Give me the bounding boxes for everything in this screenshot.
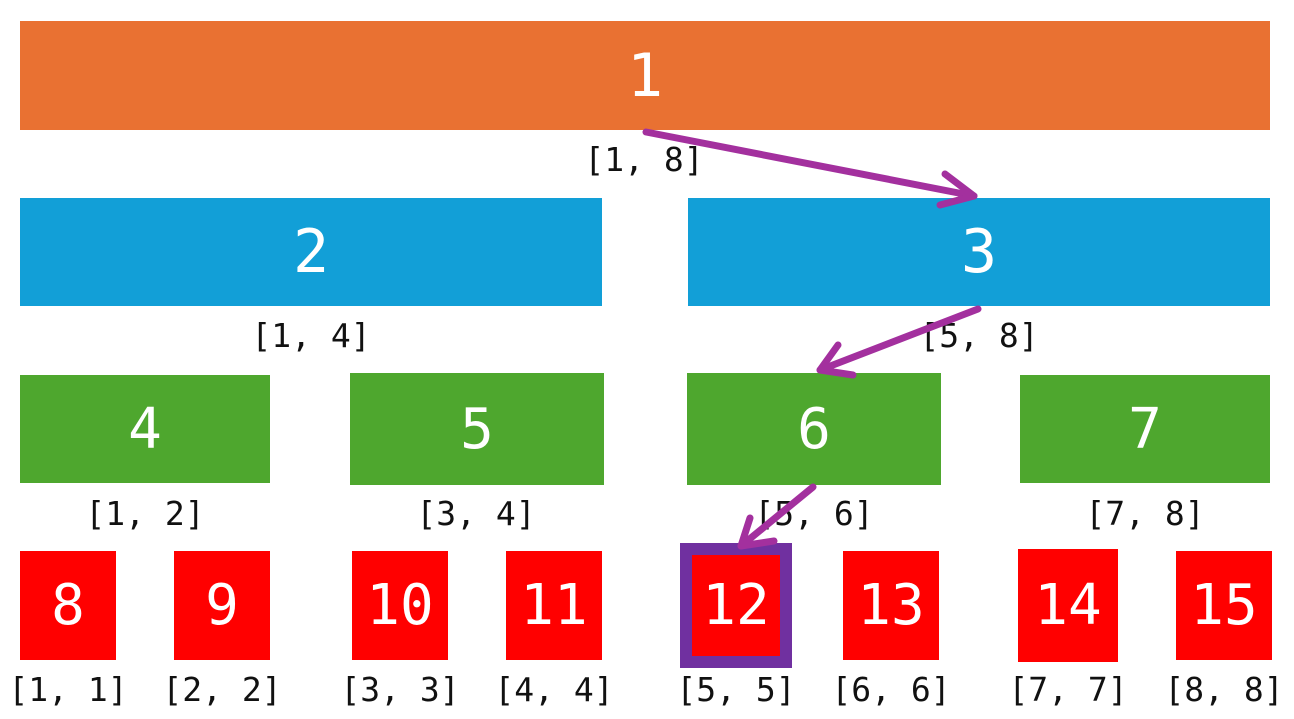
range-label-node-6: [5, 6] — [754, 494, 874, 533]
node-12: 12 — [688, 551, 784, 660]
node-15: 15 — [1176, 551, 1272, 660]
node-1: 1 — [20, 21, 1270, 130]
node-9: 9 — [174, 551, 270, 660]
node-7: 7 — [1020, 375, 1270, 483]
node-11: 11 — [506, 551, 602, 660]
node-5: 5 — [350, 373, 604, 485]
range-label-node-15: [8, 8] — [1164, 670, 1284, 709]
range-label-node-14: [7, 7] — [1008, 670, 1128, 709]
node-8: 8 — [20, 551, 116, 660]
range-label-node-12: [5, 5] — [676, 670, 796, 709]
node-10: 10 — [352, 551, 448, 660]
range-label-node-1: [1, 8] — [584, 140, 704, 179]
range-label-node-10: [3, 3] — [340, 670, 460, 709]
range-label-node-9: [2, 2] — [162, 670, 282, 709]
range-label-node-3: [5, 8] — [919, 316, 1039, 355]
range-label-node-7: [7, 8] — [1085, 494, 1205, 533]
range-label-node-13: [6, 6] — [831, 670, 951, 709]
range-label-node-2: [1, 4] — [251, 316, 371, 355]
node-13: 13 — [843, 551, 939, 660]
highlight-box-node-12 — [680, 543, 792, 668]
range-label-node-11: [4, 4] — [494, 670, 614, 709]
node-3: 3 — [688, 198, 1270, 306]
range-label-node-4: [1, 2] — [85, 494, 205, 533]
node-14: 14 — [1018, 549, 1118, 662]
range-label-node-5: [3, 4] — [416, 494, 536, 533]
node-4: 4 — [20, 375, 270, 483]
range-label-node-8: [1, 1] — [8, 670, 128, 709]
node-6: 6 — [687, 373, 941, 485]
node-2: 2 — [20, 198, 602, 306]
